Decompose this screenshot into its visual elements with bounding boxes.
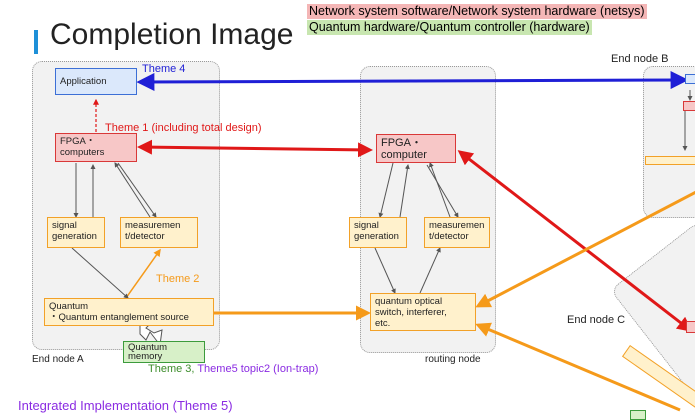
quantum-to-node-c-link bbox=[475, 322, 681, 412]
routing-node-label: routing node bbox=[425, 354, 481, 365]
theme4-label: Theme 4 bbox=[142, 63, 186, 75]
theme4-link bbox=[136, 71, 689, 91]
quantum-to-node-b-link bbox=[475, 190, 695, 308]
node-b-fpga-box bbox=[683, 101, 695, 111]
fpga-computer-routing-box: FPGA・computer bbox=[376, 134, 456, 163]
end-node-c-label: End node C bbox=[567, 314, 626, 326]
routing-to-node-c-link bbox=[457, 150, 693, 332]
theme3-theme5-label: Theme 3, Theme5 topic2 (Ion-trap) bbox=[148, 363, 318, 375]
theme2-link bbox=[125, 248, 161, 299]
end-node-b-label: End node B bbox=[611, 53, 669, 65]
application-box: Application bbox=[55, 68, 137, 95]
theme1-fpga-link bbox=[137, 139, 373, 158]
theme3-label: Theme 3, bbox=[148, 363, 198, 375]
title-accent-bar bbox=[34, 30, 38, 54]
fpga-computers-a-box: FPGA・computers bbox=[55, 133, 137, 162]
theme1-label: Theme 1 (including total design) bbox=[105, 122, 262, 134]
node-b-application-box bbox=[685, 74, 695, 84]
page-title: Completion Image bbox=[50, 18, 294, 51]
integrated-implementation-label: Integrated Implementation (Theme 5) bbox=[18, 398, 233, 413]
theme2-label: Theme 2 bbox=[156, 273, 200, 285]
legend-hardware: Quantum hardware/Quantum controller (har… bbox=[307, 20, 592, 35]
node-c-fpga-box bbox=[686, 321, 695, 333]
node-c-memory-box bbox=[630, 410, 646, 420]
theme5-topic2-label: Theme5 topic2 (Ion-trap) bbox=[197, 363, 319, 375]
end-node-a-label: End node A bbox=[32, 354, 84, 365]
node-b-signal-box bbox=[645, 156, 695, 165]
legend-netsys: Network system software/Network system h… bbox=[307, 4, 647, 19]
quantum-source-a-box: Quantum・Quantum entanglement source bbox=[44, 298, 214, 326]
